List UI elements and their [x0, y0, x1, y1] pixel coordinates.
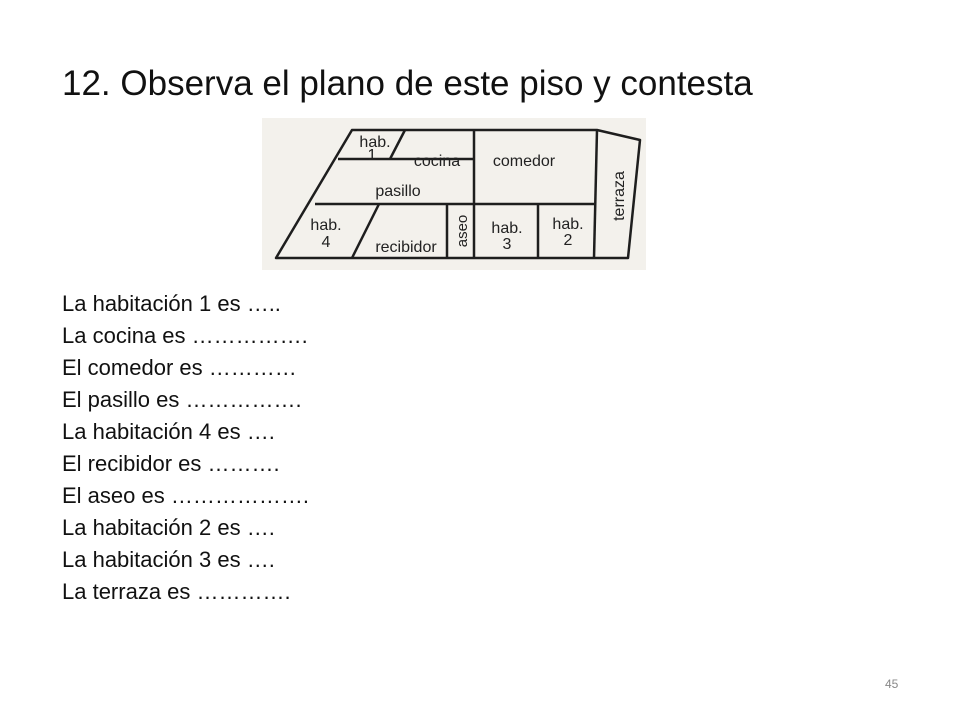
room-hab1-label: hab. [359, 134, 390, 151]
room-hab2-number: 2 [564, 232, 573, 249]
plan-walls [274, 128, 642, 260]
plan-outline [274, 128, 642, 260]
room-recibidor-label: recibidor [375, 239, 437, 256]
plan-labels: hab. 1 cocina comedor pasillo hab. 4 rec… [310, 134, 628, 256]
floor-plan: hab. 1 cocina comedor pasillo hab. 4 rec… [262, 118, 646, 270]
room-hab4-label: hab. [310, 217, 341, 234]
room-cocina-label: cocina [414, 153, 460, 170]
room-pasillo-label: pasillo [375, 183, 420, 200]
plan-paper-background [262, 118, 646, 270]
question-item: La habitación 4 es …. [62, 419, 275, 444]
question-item: La habitación 2 es …. [62, 515, 275, 540]
question-list: La habitación 1 es ….. La cocina es …………… [62, 288, 309, 608]
question-item: La habitación 1 es ….. [62, 291, 281, 316]
question-item: La terraza es …………. [62, 579, 291, 604]
wall-hab1-cocina [388, 129, 407, 160]
question-item: El comedor es ………… [62, 355, 297, 380]
room-terraza-label: terraza [611, 171, 628, 221]
room-hab1-number: 1 [368, 147, 377, 164]
wall-hab4-recibidor [350, 203, 381, 259]
room-aseo-label: aseo [454, 215, 471, 248]
room-hab4-number: 4 [322, 234, 331, 251]
question-item: La habitación 3 es …. [62, 547, 275, 572]
room-comedor-label: comedor [493, 153, 556, 170]
room-hab3-number: 3 [503, 236, 512, 253]
question-item: El recibidor es ………. [62, 451, 280, 476]
room-hab2-label: hab. [552, 216, 583, 233]
page-number: 45 [885, 677, 899, 691]
question-item: El pasillo es ……………. [62, 387, 302, 412]
question-item: La cocina es ……………. [62, 323, 308, 348]
wall-terraza [592, 129, 599, 259]
slide-title: 12. Observa el plano de este piso y cont… [62, 64, 753, 103]
question-item: El aseo es ………………. [62, 483, 309, 508]
floor-plan-drawing: hab. 1 cocina comedor pasillo hab. 4 rec… [262, 118, 646, 270]
room-hab3-label: hab. [491, 220, 522, 237]
